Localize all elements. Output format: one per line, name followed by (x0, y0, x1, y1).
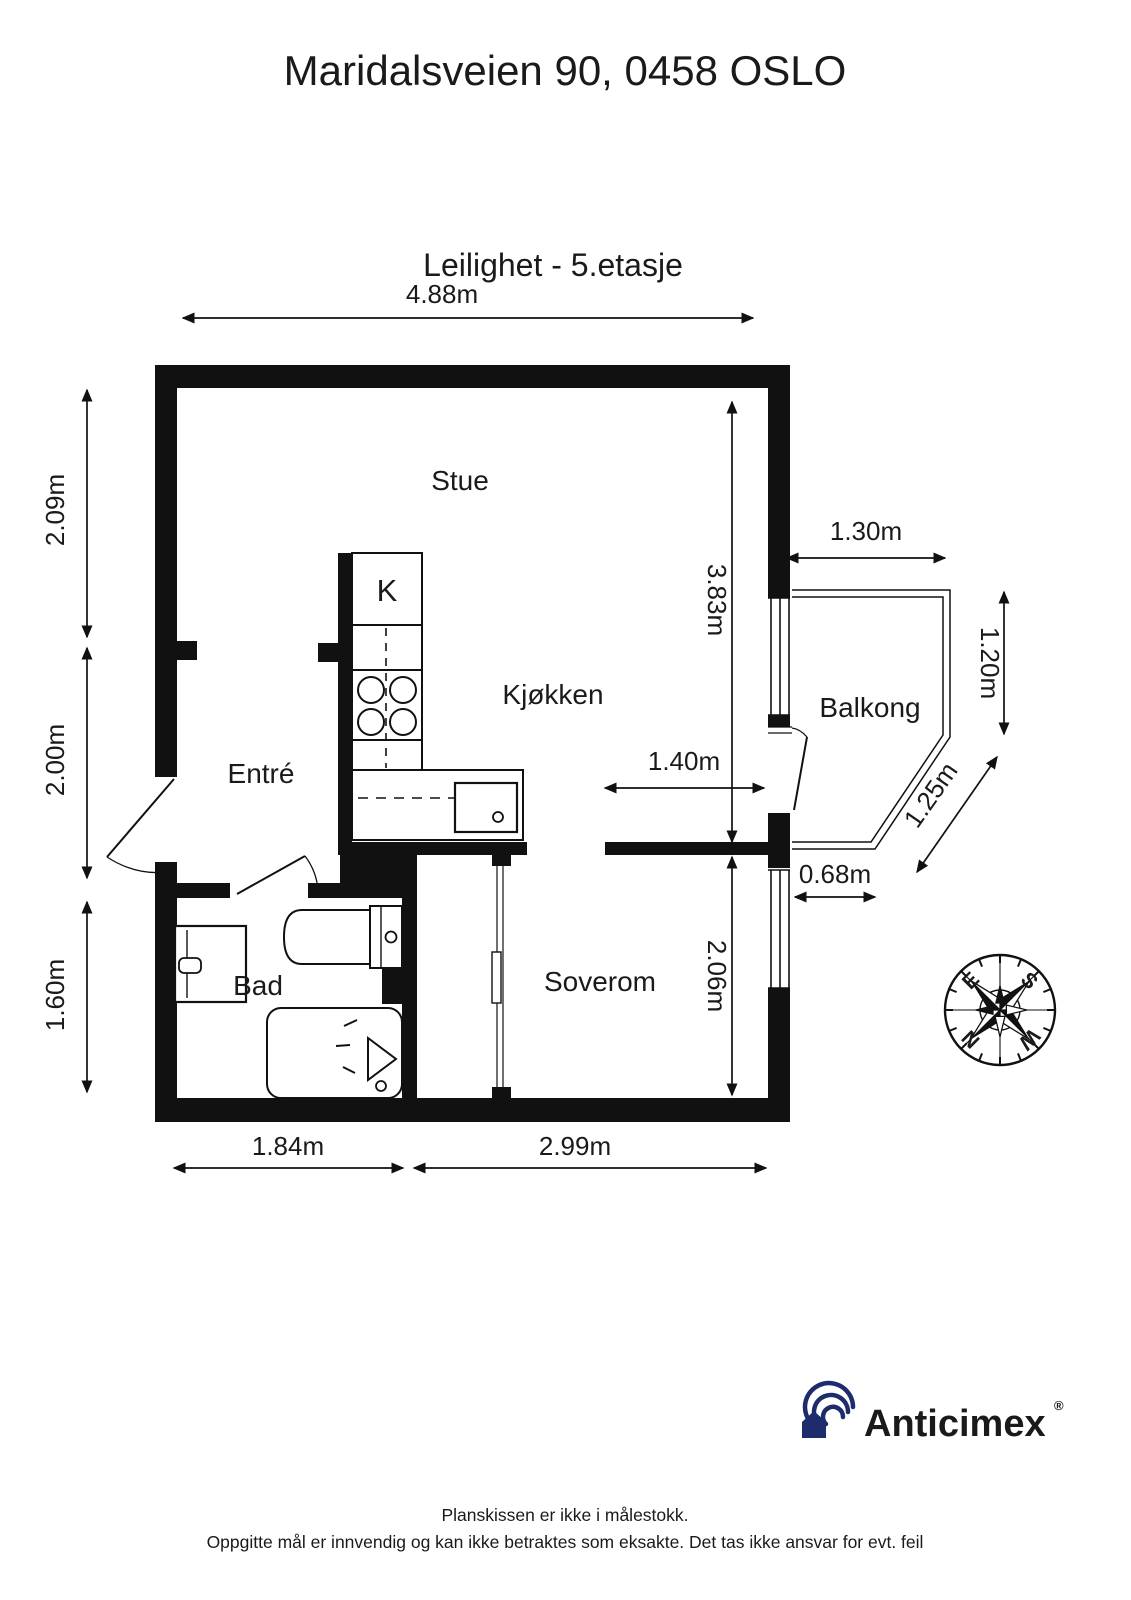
floor-subtitle: Leilighet - 5.etasje (423, 247, 683, 283)
shower-head-icon (367, 1036, 398, 1082)
dim-line-balcony-diagonal (916, 755, 998, 874)
balcony-outline (792, 589, 951, 850)
sliding-door-cap-bottom (492, 1087, 511, 1098)
anticimex-logo: Anticimex ® (802, 1380, 1064, 1445)
window-soverom (768, 869, 790, 989)
toilet (282, 905, 403, 969)
windows (768, 597, 790, 989)
room-label-kjokken: Kjøkken (502, 679, 603, 710)
wall-mid-right (605, 842, 768, 855)
entrance-door (106, 778, 175, 874)
wall-bad-soverom (402, 898, 417, 1098)
dim-balcony-bottom: 0.68m (799, 859, 871, 889)
logo-registered-mark: ® (1054, 1398, 1064, 1413)
compass-star (969, 979, 1031, 1041)
doors (106, 726, 808, 1087)
kitchen-cabinet-2 (351, 624, 423, 671)
walls (155, 365, 790, 1122)
dim-soverom-height: 2.06m (702, 940, 732, 1012)
bathroom-fixtures (173, 905, 403, 1099)
dim-bad-width: 1.84m (252, 1131, 324, 1161)
wall-bad-top-right (308, 883, 352, 898)
wall-kitchen (338, 553, 352, 842)
kitchen-unit (351, 552, 524, 841)
dim-total-width: 4.88m (406, 279, 478, 309)
anticimex-house-icon (802, 1411, 826, 1438)
room-label-stue: Stue (431, 465, 489, 496)
wall-right-upper (768, 388, 790, 598)
wall-stub-kitchen (318, 643, 338, 662)
balcony-door (768, 726, 808, 811)
bathroom-door (236, 855, 319, 895)
kitchen-cabinet-k (351, 552, 423, 626)
kitchen-sink (453, 781, 519, 834)
kitchen-cabinet-3 (351, 739, 423, 771)
room-label-bad: Bad (233, 970, 283, 1001)
dimension-lines (81, 312, 1010, 1174)
room-label-balkong: Balkong (819, 692, 920, 723)
footer-line1: Planskissen er ikke i målestokk. (441, 1505, 688, 1525)
room-label-soverom: Soverom (544, 966, 656, 997)
window-stue (768, 597, 790, 716)
wall-right-window-sill (768, 715, 790, 727)
footer-line2: Oppgitte mål er innvendig og kan ikke be… (207, 1532, 924, 1552)
room-label-kitchen-cabinet: K (377, 573, 398, 608)
wall-top (155, 365, 790, 388)
wall-stub-left (177, 641, 197, 660)
logo-brand-text: Anticimex (864, 1403, 1046, 1445)
bathroom-sink (173, 924, 248, 1004)
sliding-door-cap-top (492, 855, 511, 866)
cooktop-burners (357, 676, 417, 736)
dim-balcony-height: 1.20m (975, 627, 1005, 699)
sliding-door (491, 860, 504, 1087)
compass-rose-icon: N E S W (943, 953, 1057, 1067)
dim-soverom-width: 2.99m (539, 1131, 611, 1161)
dim-left-top: 2.09m (40, 474, 70, 546)
room-label-entre: Entré (228, 758, 295, 789)
dim-left-bottom: 1.60m (40, 959, 70, 1031)
dim-balcony-diagonal: 1.25m (898, 757, 964, 833)
dim-kjokken-width: 1.40m (648, 746, 720, 776)
shower (266, 1007, 403, 1099)
wall-bottom (155, 1098, 790, 1122)
dim-balcony-width: 1.30m (830, 516, 902, 546)
wall-left-upper (155, 388, 177, 777)
wall-left-lower (155, 862, 177, 1122)
wall-mid-left (338, 842, 527, 855)
dim-left-middle: 2.00m (40, 724, 70, 796)
kitchen-sink-drain (492, 811, 504, 823)
page-title: Maridalsveien 90, 0458 OSLO (284, 47, 847, 94)
dim-stue-height: 3.83m (702, 564, 732, 636)
wall-toilet-block (382, 966, 405, 1004)
wall-right-middle (768, 813, 790, 868)
wall-right-lower (768, 988, 790, 1098)
wall-bad-top-left (155, 883, 230, 898)
